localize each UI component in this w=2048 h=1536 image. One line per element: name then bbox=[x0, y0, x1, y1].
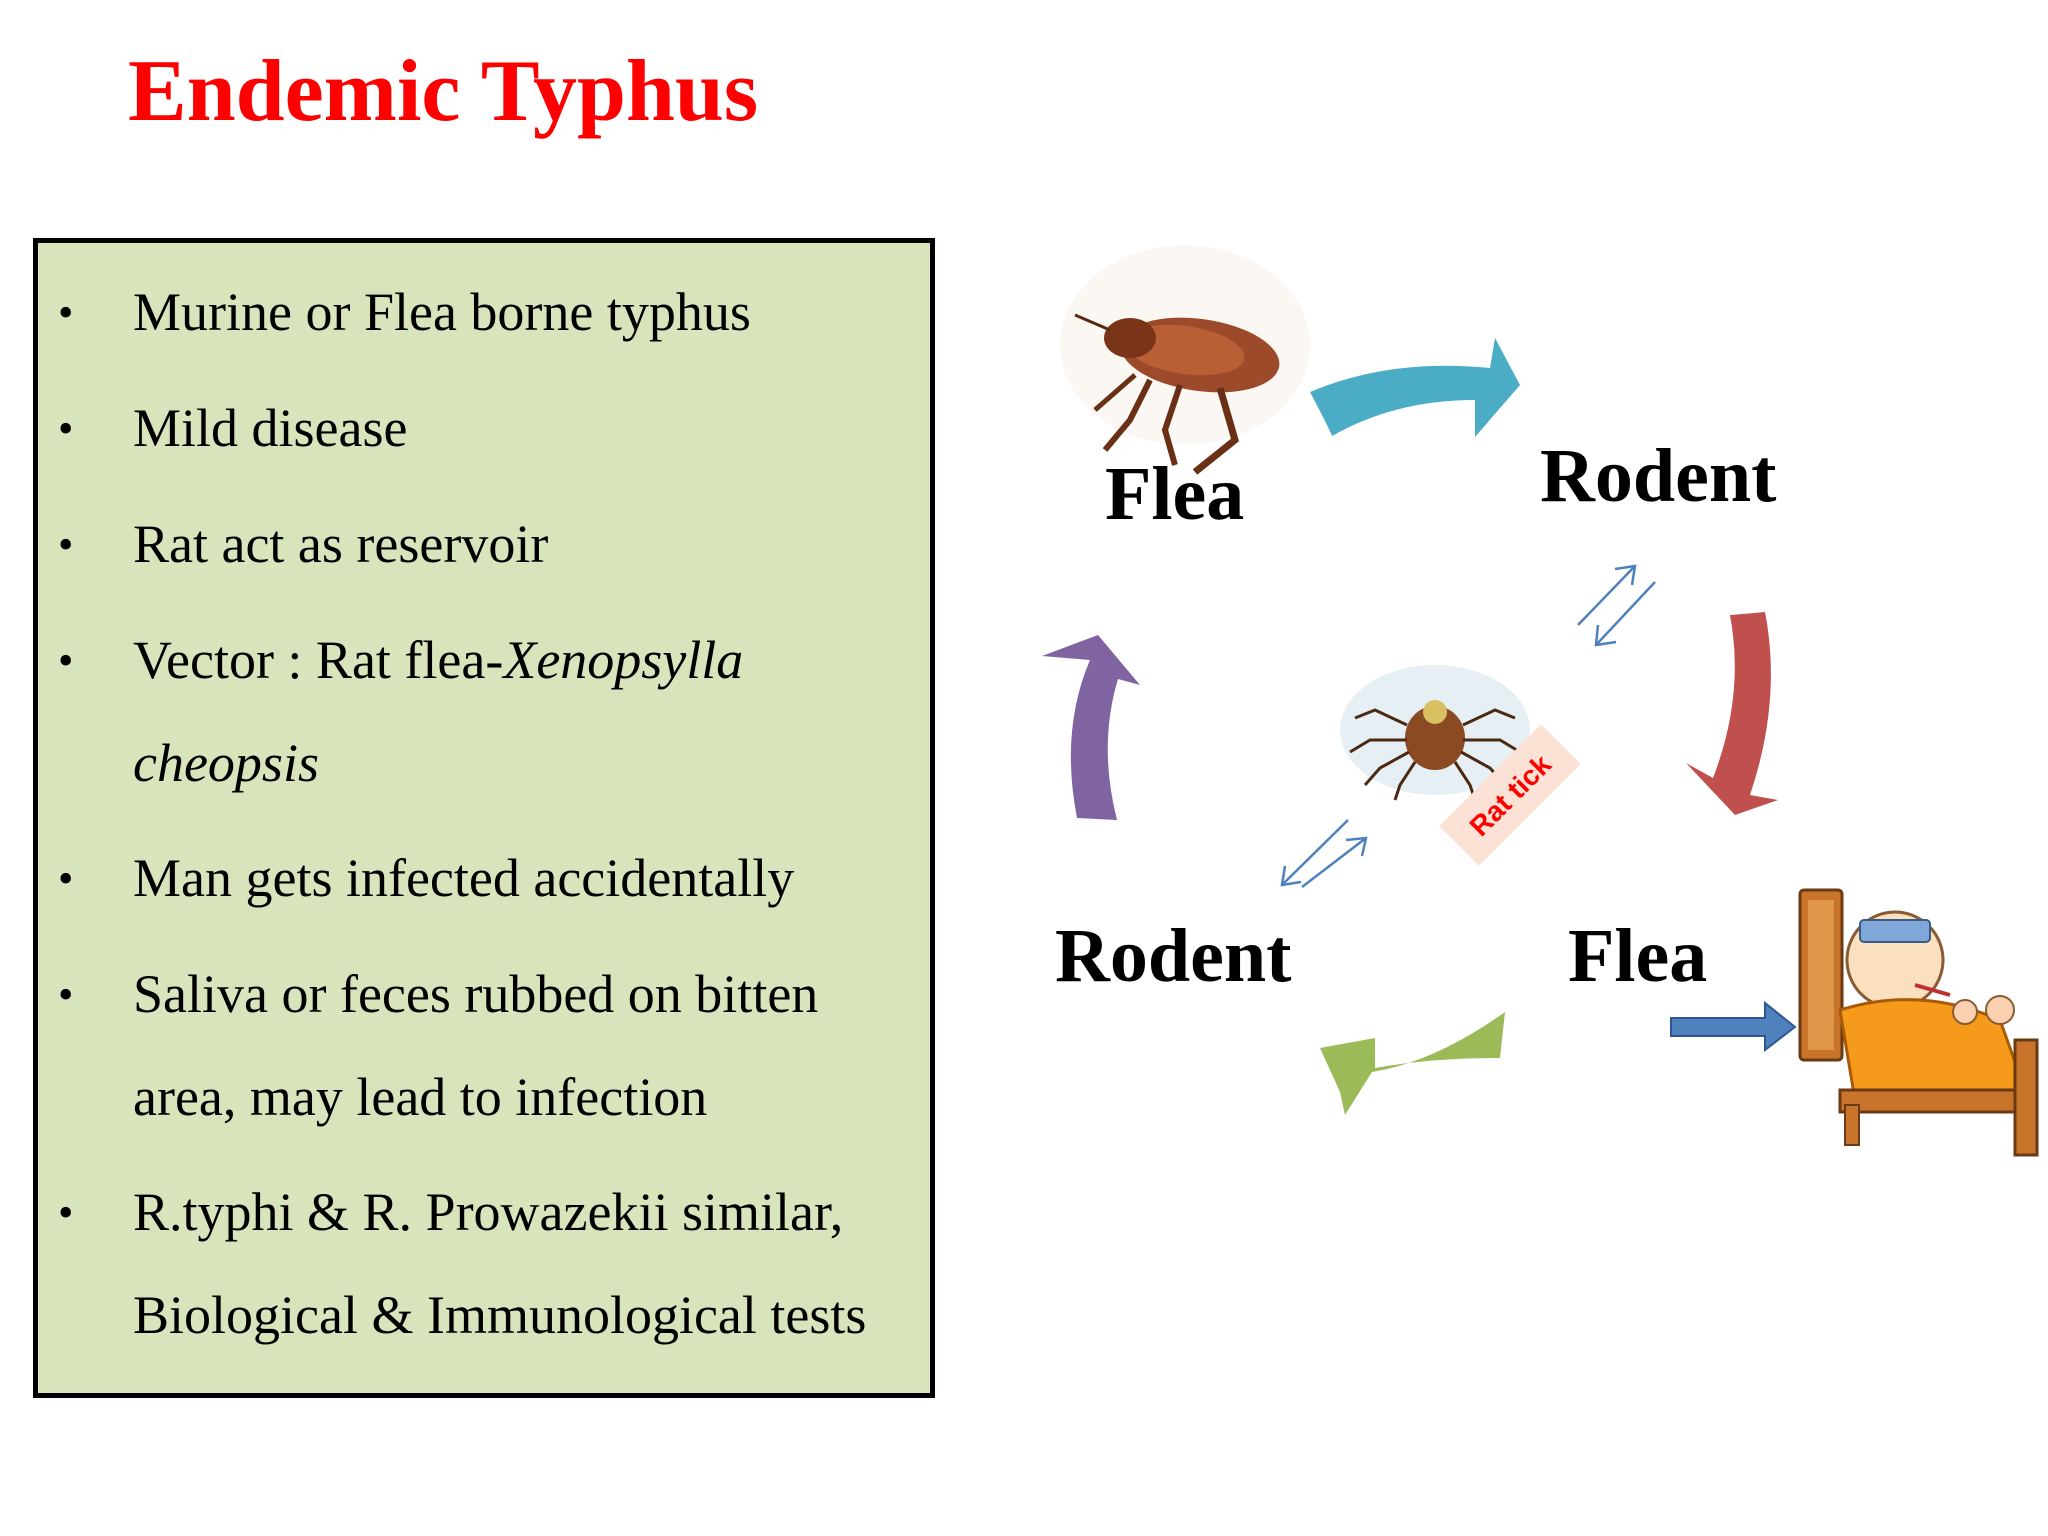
bullet-dot: • bbox=[58, 404, 74, 453]
flea-icon bbox=[1060, 245, 1310, 475]
node-rodent-bottom: Rodent bbox=[1055, 914, 1292, 998]
bullet-dot: • bbox=[58, 288, 74, 337]
bullet-dot: • bbox=[58, 970, 74, 1019]
bullet-dot: • bbox=[58, 854, 74, 903]
arrow-flea-to-rodent bbox=[1310, 338, 1520, 437]
genus-name: Xenopsylla bbox=[503, 630, 744, 690]
bullet-text: R.typhi & R. Prowazekii similar, Biologic… bbox=[133, 1161, 923, 1367]
sick-patient-in-bed-icon bbox=[1798, 888, 2039, 1157]
bullet-line-1: Saliva or feces rubbed on bitten bbox=[133, 964, 819, 1024]
bullet-line-1: R.typhi & R. Prowazekii similar, bbox=[133, 1182, 844, 1242]
arrow-rodent-to-flea bbox=[1686, 612, 1778, 815]
bullet-text: Mild disease bbox=[133, 398, 408, 458]
bullet-text: Murine or Flea borne typhus bbox=[133, 282, 751, 342]
node-rodent-top: Rodent bbox=[1540, 434, 1777, 518]
bullet-box: • Murine or Flea borne typhus • Mild dis… bbox=[33, 238, 935, 1398]
bullet-text: Rat act as reservoir bbox=[133, 514, 549, 574]
bullet-text-part: Vector : Rat flea- bbox=[133, 630, 504, 690]
arrow-flea-to-rodent-bottom bbox=[1320, 1012, 1505, 1115]
node-flea-bottom: Flea bbox=[1568, 914, 1708, 998]
arrow-flea-to-man bbox=[1670, 1000, 1797, 1053]
bullet-dot: • bbox=[58, 1188, 74, 1237]
double-arrow-upper bbox=[1577, 564, 1656, 647]
tick-icon bbox=[1340, 665, 1530, 801]
bullet-line-2: Biological & Immunological tests bbox=[133, 1285, 867, 1345]
node-flea-top: Flea bbox=[1105, 452, 1245, 536]
bullet-line-2: area, may lead to infection bbox=[133, 1067, 708, 1127]
species-name: cheopsis bbox=[133, 733, 319, 793]
arrow-rodent-to-flea-left bbox=[1042, 635, 1140, 820]
bullet-dot: • bbox=[58, 636, 74, 685]
double-arrow-lower bbox=[1280, 819, 1368, 888]
bullet-text: Man gets infected accidentally bbox=[133, 848, 795, 908]
bullet-text: Saliva or feces rubbed on bitten area, ma… bbox=[133, 943, 923, 1149]
bullet-dot: • bbox=[58, 520, 74, 569]
bullet-text: Vector : Rat flea-Xenopsylla cheopsis bbox=[133, 609, 923, 815]
page-title: Endemic Typhus bbox=[128, 43, 759, 140]
